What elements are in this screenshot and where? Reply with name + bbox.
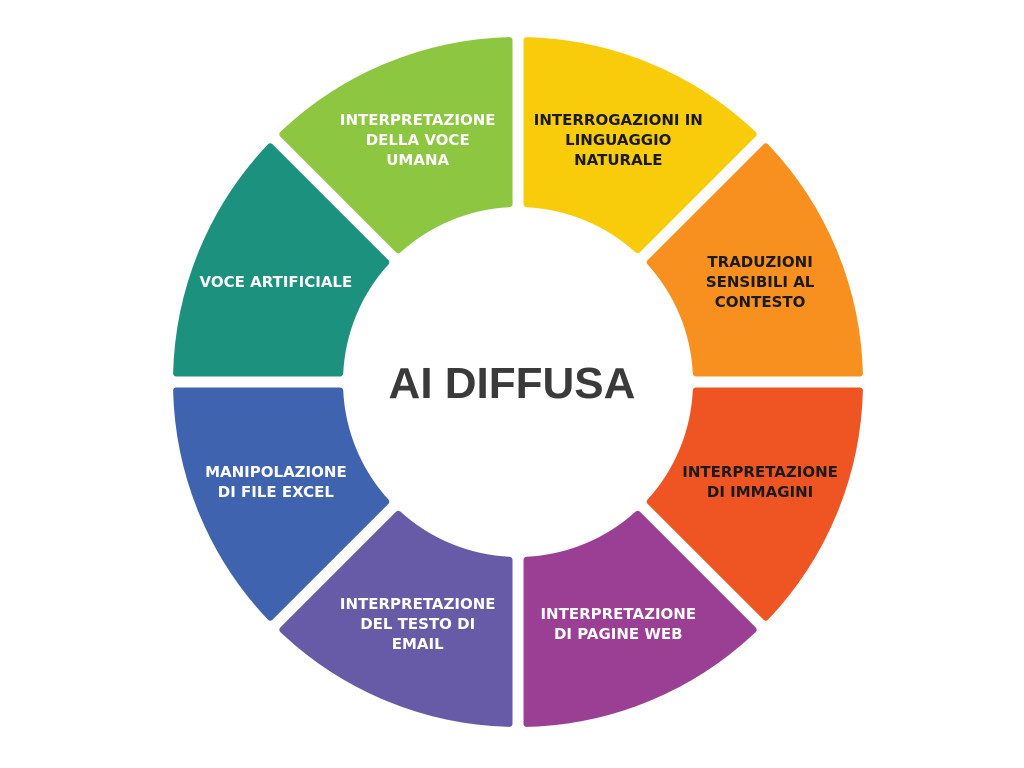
segment-label: TRADUZIONI SENSIBILI AL CONTESTO [705, 252, 815, 311]
segment-1 [523, 37, 757, 254]
segment-label: INTERPRETAZIONE DI IMMAGINI [682, 463, 838, 502]
segment-label: INTERROGAZIONI IN LINGUAGGIO NATURALE [533, 110, 703, 169]
segment-label: INTERPRETAZIONE DEL TESTO DI EMAIL [339, 595, 496, 654]
segment-label: MANIPOLAZIONE DI FILE EXCEL [205, 463, 347, 502]
segment-8 [279, 37, 513, 254]
segment-7 [173, 143, 390, 377]
center-title: AI DIFFUSA [388, 359, 636, 408]
segment-2 [646, 143, 863, 377]
segment-label: INTERPRETAZIONE DELLA VOCE UMANA [339, 110, 496, 169]
segment-4 [523, 510, 757, 727]
segment-label: VOCE ARTIFICIALE [199, 272, 353, 291]
segment-3 [646, 387, 863, 621]
segment-6 [173, 387, 390, 621]
segment-5 [279, 510, 513, 727]
segment-label: INTERPRETAZIONE DI PAGINE WEB [540, 605, 697, 644]
